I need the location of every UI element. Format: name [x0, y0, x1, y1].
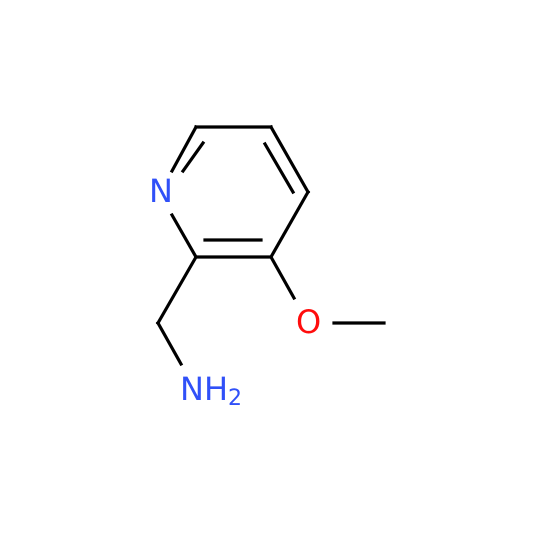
bond-ch2-n [155, 320, 184, 367]
bond-n1-c6 [169, 124, 199, 174]
amine-nh-text: NH [180, 370, 228, 408]
bond-c5-c4-inner [262, 141, 296, 195]
ring-nitrogen-label: N [149, 172, 173, 210]
amine-subscript: 2 [228, 386, 242, 411]
bond-n1-c6-inner [180, 140, 206, 174]
bond-c3-o [268, 254, 297, 301]
bond-c5-c4 [268, 124, 311, 195]
bond-c2-n1 [169, 212, 199, 260]
bond-c2-ch2 [155, 254, 199, 326]
bond-c4-c3 [268, 189, 311, 260]
amine-label: NH2 [180, 370, 242, 411]
methoxy-oxygen-label: O [296, 303, 321, 341]
